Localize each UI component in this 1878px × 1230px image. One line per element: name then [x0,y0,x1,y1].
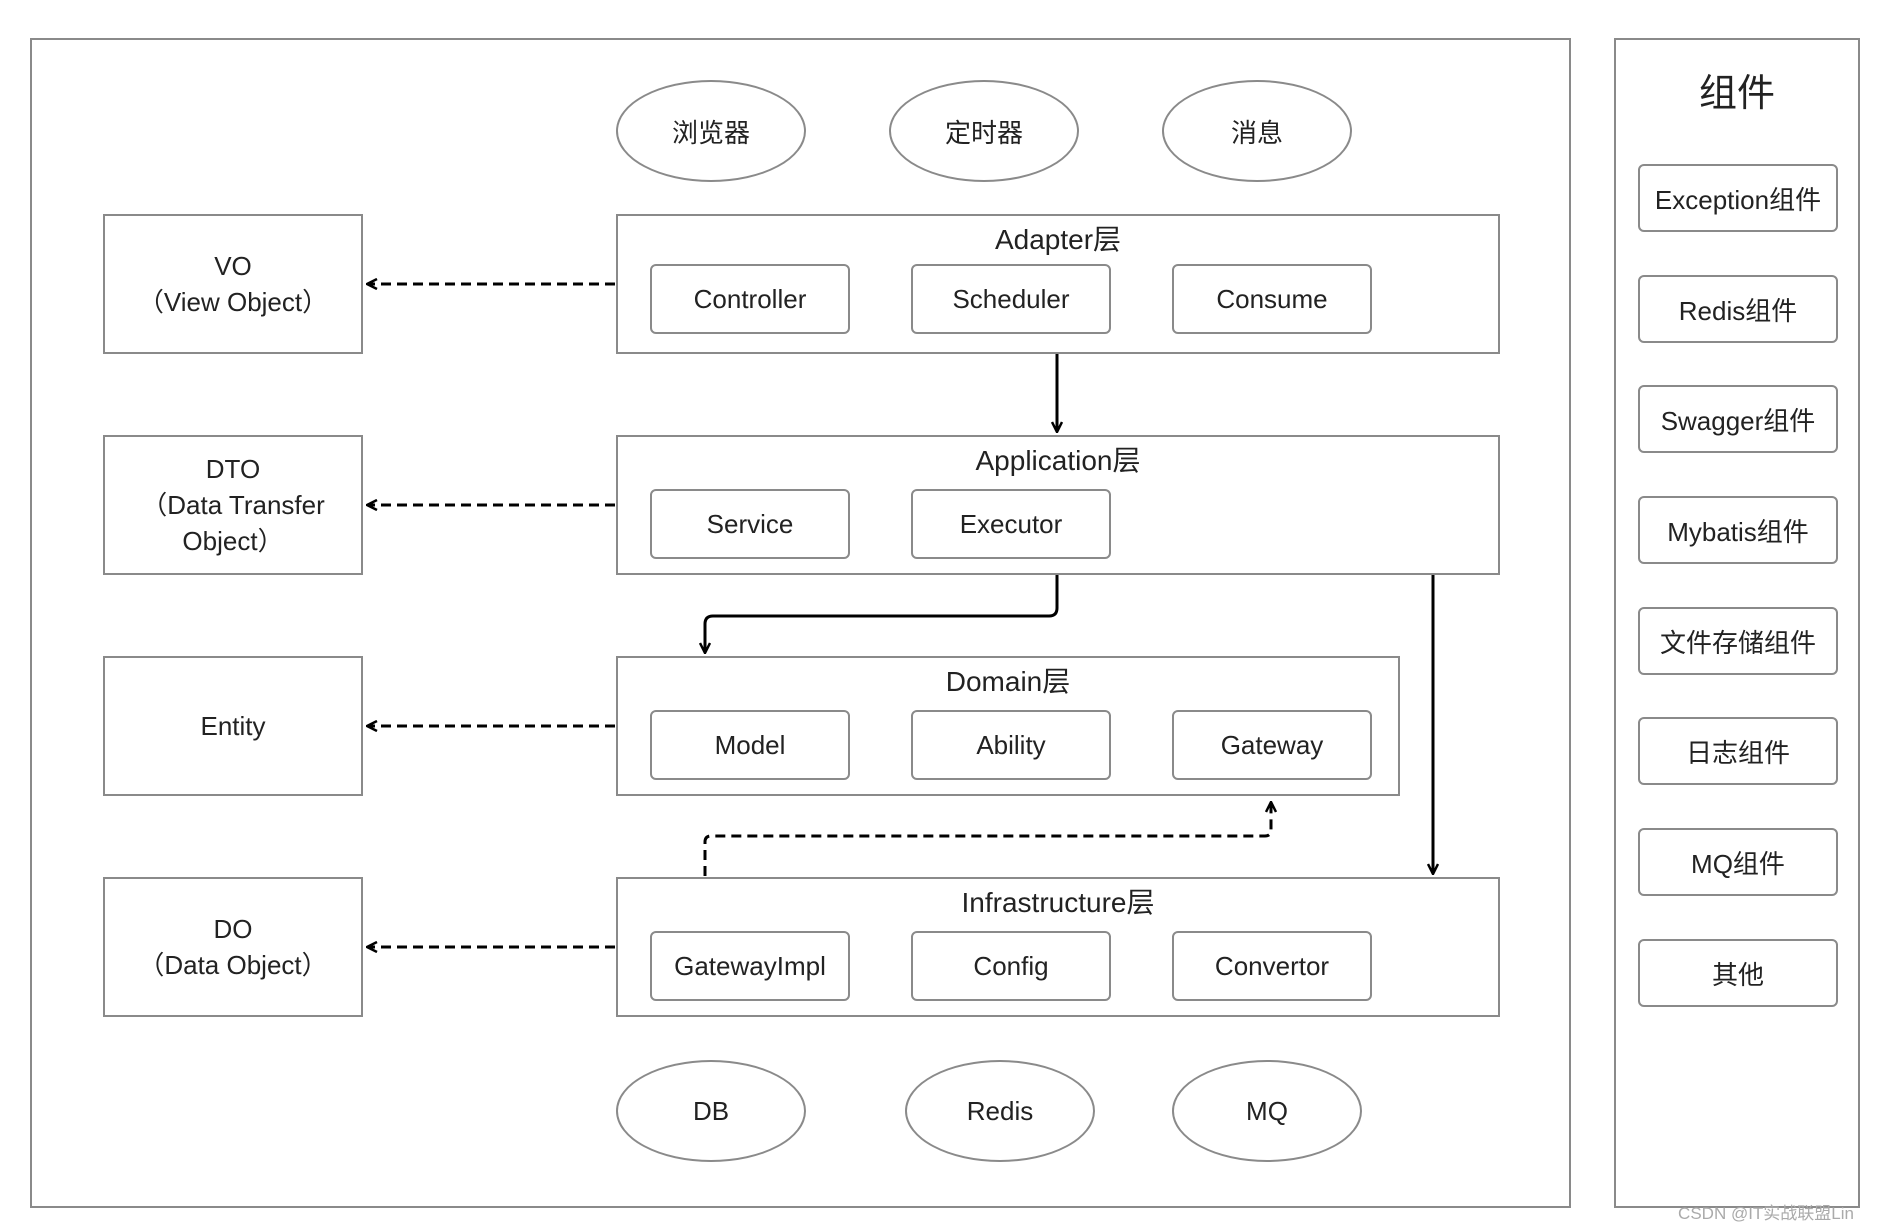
component-file-storage: 文件存储组件 [1638,607,1838,675]
component-mq: MQ组件 [1638,828,1838,896]
component-exception: Exception组件 [1638,164,1838,232]
domain-layer-title: Domain层 [945,666,1071,697]
entity-box: Entity [103,656,363,796]
watermark: CSDN @IT实战联盟Lin [1678,1204,1854,1223]
infrastructure-config: Config [911,931,1111,1001]
source-timer: 定时器 [889,80,1079,182]
domain-ability: Ability [911,710,1111,780]
application-executor: Executor [911,489,1111,559]
infrastructure-convertor: Convertor [1172,931,1372,1001]
source-message: 消息 [1162,80,1352,182]
do-box: DO （Data Object） [103,877,363,1017]
component-redis: Redis组件 [1638,275,1838,343]
dto-sublabel-1: （Data Transfer [141,490,325,520]
sink-mq: MQ [1172,1060,1362,1162]
dto-label: DTO [205,454,261,484]
component-log: 日志组件 [1638,717,1838,785]
vo-sublabel: （View Object） [137,287,329,317]
components-title: 组件 [1698,73,1775,115]
sink-db: DB [616,1060,806,1162]
do-label: DO [213,914,253,944]
component-swagger: Swagger组件 [1638,385,1838,453]
infrastructure-gatewayimpl: GatewayImpl [650,931,850,1001]
source-browser: 浏览器 [616,80,806,182]
vo-label: VO [214,251,252,281]
domain-gateway: Gateway [1172,710,1372,780]
do-sublabel: （Data Object） [138,950,328,980]
dto-box: DTO （Data Transfer Object） [103,435,363,575]
application-service: Service [650,489,850,559]
component-mybatis: Mybatis组件 [1638,496,1838,564]
adapter-scheduler: Scheduler [911,264,1111,334]
adapter-consume: Consume [1172,264,1372,334]
component-other: 其他 [1638,939,1838,1007]
dto-sublabel-2: Object） [182,526,284,556]
infrastructure-layer-title: Infrastructure层 [961,887,1155,918]
entity-label: Entity [200,711,266,741]
adapter-layer-title: Adapter层 [994,224,1122,255]
sink-redis: Redis [905,1060,1095,1162]
application-layer-title: Application层 [975,445,1141,476]
adapter-controller: Controller [650,264,850,334]
domain-model: Model [650,710,850,780]
vo-box: VO （View Object） [103,214,363,354]
